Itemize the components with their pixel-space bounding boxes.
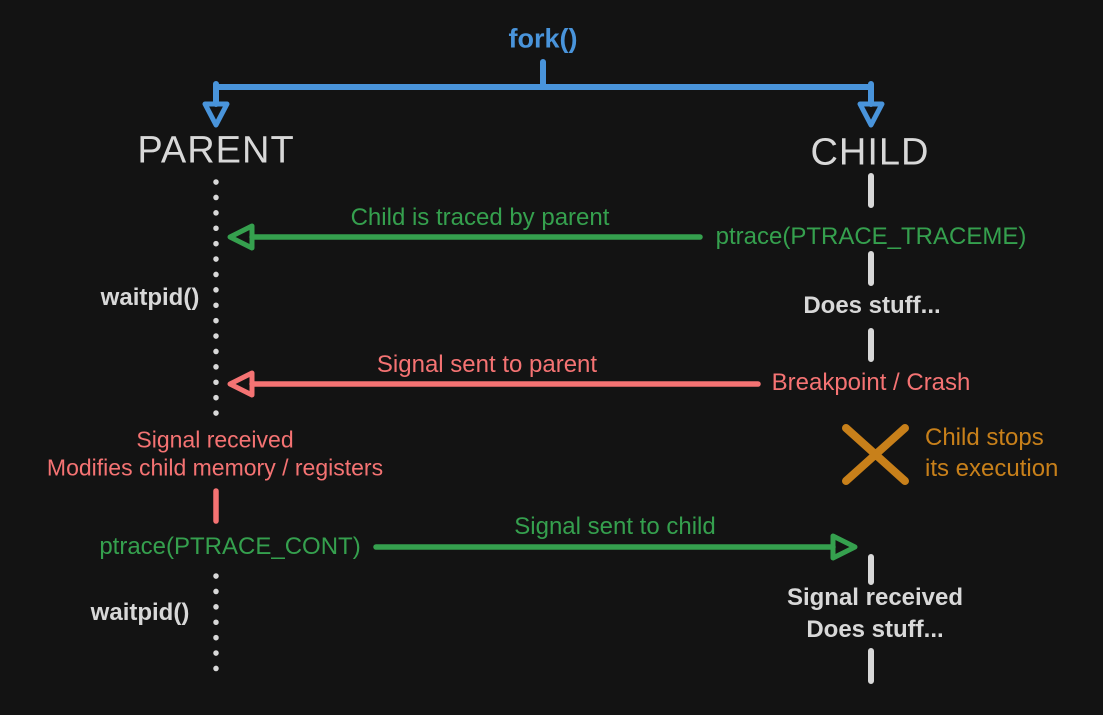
fork-arrowhead-child-icon xyxy=(857,101,885,128)
parent-signal-received-label: Signal received xyxy=(136,426,294,453)
child-does-stuff-top-label: Does stuff... xyxy=(803,292,941,319)
child-signal-received-label: Signal received xyxy=(786,584,964,611)
parent-modifies-label: Modifies child memory / registers xyxy=(46,454,384,481)
child-stops-line1-label: Child stops xyxy=(925,424,1044,451)
traceme-arrowhead-icon xyxy=(227,223,255,251)
fork-label: fork() xyxy=(508,23,578,54)
fork-arrowhead-parent-icon xyxy=(202,101,230,128)
parent-waitpid-top-label: waitpid() xyxy=(100,284,200,311)
breakpoint-crash-label: Breakpoint / Crash xyxy=(771,369,971,396)
parent-title: PARENT xyxy=(137,129,295,172)
child-title: CHILD xyxy=(810,131,930,174)
signal-to-child-label: Signal sent to child xyxy=(514,513,716,540)
child-stops-line2-label: its execution xyxy=(925,455,1059,482)
ptrace-traceme-label: ptrace(PTRACE_TRACEME) xyxy=(715,223,1027,250)
child-does-stuff-bottom-label: Does stuff... xyxy=(806,616,944,643)
parent-waitpid-bottom-label: waitpid() xyxy=(90,599,190,626)
traceme-arrow-label: Child is traced by parent xyxy=(350,204,610,231)
child-stop-x-icon xyxy=(842,424,909,485)
signal-to-parent-label: Signal sent to parent xyxy=(376,351,598,378)
crash-arrowhead-icon xyxy=(227,370,255,398)
fork-bracket-line xyxy=(213,59,874,107)
cont-arrowhead-icon xyxy=(830,533,858,561)
ptrace-cont-label: ptrace(PTRACE_CONT) xyxy=(99,533,361,560)
